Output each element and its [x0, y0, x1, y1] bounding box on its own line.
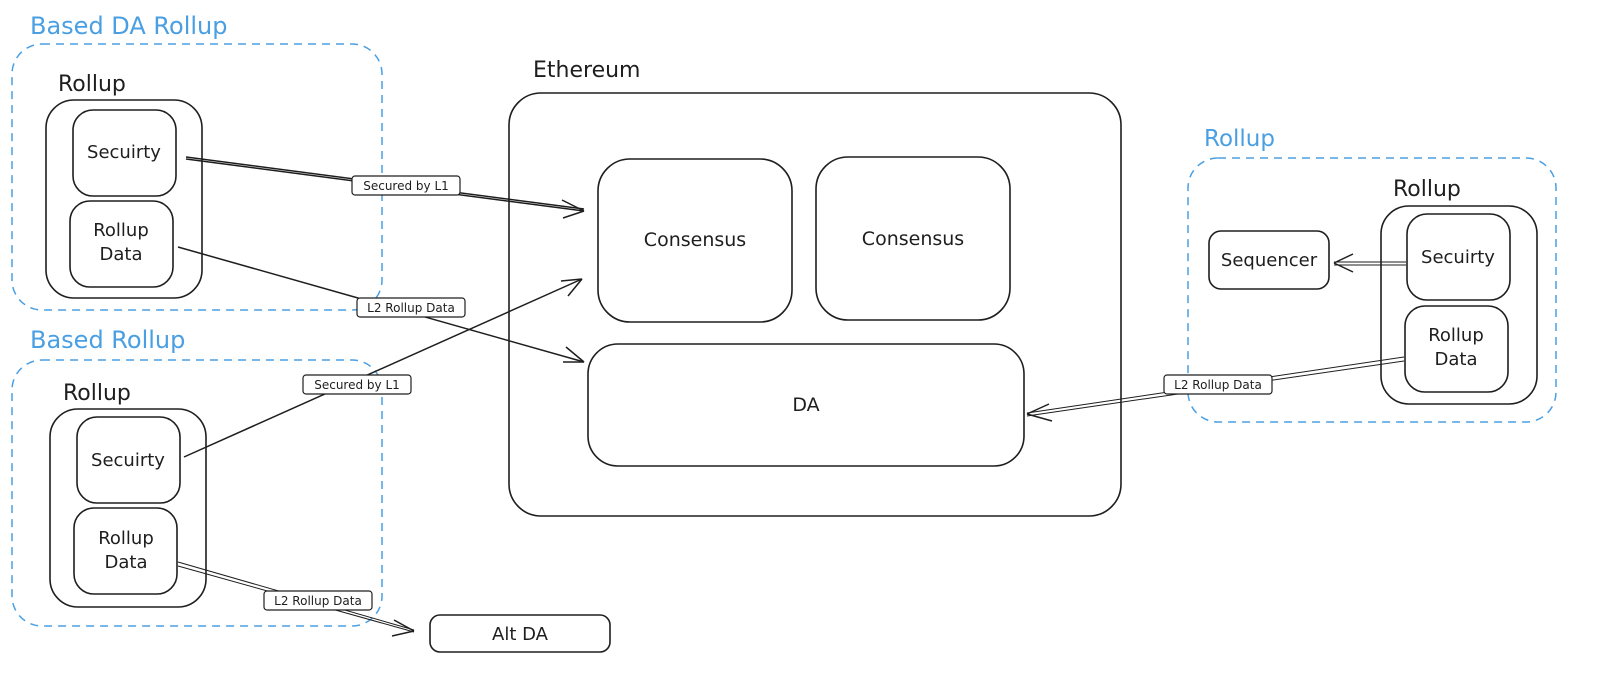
right-rollup-group [1187, 157, 1557, 423]
based-rollup-group-title: Based Rollup [30, 326, 185, 354]
based-security-label: Secuirty [91, 450, 165, 471]
ethereum-title: Ethereum [533, 58, 640, 83]
based-da-data-label-line1: Rollup [93, 220, 149, 241]
da-label: DA [792, 394, 819, 416]
right-rollup-group-title: Rollup [1204, 126, 1275, 152]
da-box [587, 343, 1025, 467]
sequencer-label: Sequencer [1221, 250, 1318, 271]
alt-da-label: Alt DA [492, 624, 549, 645]
consensus-box-1 [597, 158, 793, 323]
edge-tag-l2-rollup-data-bottom [263, 590, 373, 611]
based-rollup-group [11, 359, 383, 627]
edge-tag-l2-rollup-data-top [356, 297, 466, 318]
based-da-rollup-title: Rollup [58, 72, 126, 97]
edge-label-secured-by-l1-mid: Secured by L1 [314, 378, 400, 392]
right-security-box [1406, 213, 1511, 301]
based-data-box [73, 507, 178, 595]
based-data-label-line1: Rollup [98, 528, 154, 549]
edge-label-l2-rollup-data-bottom: L2 Rollup Data [274, 594, 362, 608]
based-da-data-label-line2: Data [100, 244, 143, 265]
edge-tag-secured-by-l1-mid [302, 374, 412, 395]
sequencer-box [1208, 230, 1330, 290]
edge-label-l2-rollup-data-top: L2 Rollup Data [367, 301, 455, 315]
consensus-label-2: Consensus [862, 228, 964, 250]
alt-da-box [429, 614, 611, 653]
edge-security-to-sequencer [1333, 253, 1406, 273]
right-rollup-title: Rollup [1393, 177, 1461, 202]
based-da-security-label: Secuirty [87, 142, 161, 163]
consensus-box-2 [815, 156, 1011, 321]
based-data-label-line2: Data [105, 552, 148, 573]
edge-secured-by-l1-mid [183, 278, 583, 458]
right-data-box [1404, 305, 1509, 393]
edge-tag-l2-rollup-data-right [1163, 374, 1273, 395]
based-da-rollup-group-title: Based DA Rollup [30, 12, 227, 40]
edge-label-secured-by-l1-top: Secured by L1 [363, 179, 449, 193]
right-data-label-line2: Data [1435, 349, 1478, 370]
based-rollup-title: Rollup [63, 381, 131, 406]
based-da-data-box [69, 200, 174, 288]
edge-label-l2-rollup-data-right: L2 Rollup Data [1174, 378, 1262, 392]
consensus-label-1: Consensus [644, 229, 746, 251]
right-data-label-line1: Rollup [1428, 325, 1484, 346]
based-security-box [76, 416, 181, 504]
based-da-security-box [72, 109, 177, 197]
based-da-rollup-group [11, 43, 383, 311]
edge-tag-secured-by-l1-top [351, 175, 461, 196]
right-security-label: Secuirty [1421, 247, 1495, 268]
